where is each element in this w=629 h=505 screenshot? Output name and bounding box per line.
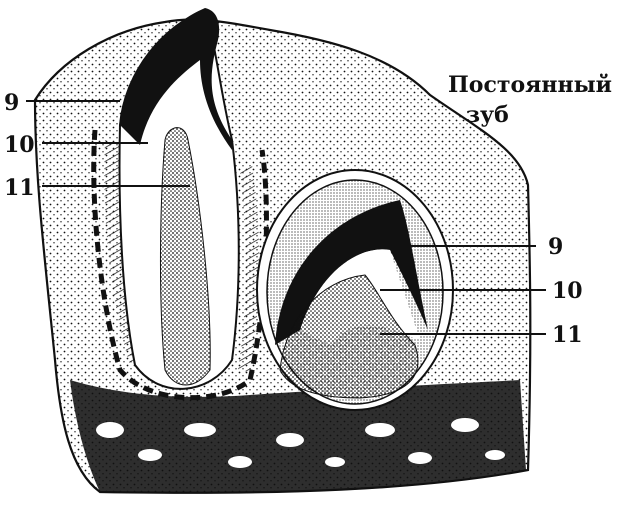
caption-line-1: Постоянный	[448, 72, 612, 98]
label-right-11: 11	[552, 322, 583, 348]
caption-line-2: зуб	[466, 102, 509, 128]
label-right-10: 10	[552, 278, 583, 304]
label-left-9: 9	[4, 90, 19, 116]
label-right-9: 9	[548, 234, 563, 260]
label-left-10: 10	[4, 132, 35, 158]
label-left-11: 11	[4, 175, 35, 201]
